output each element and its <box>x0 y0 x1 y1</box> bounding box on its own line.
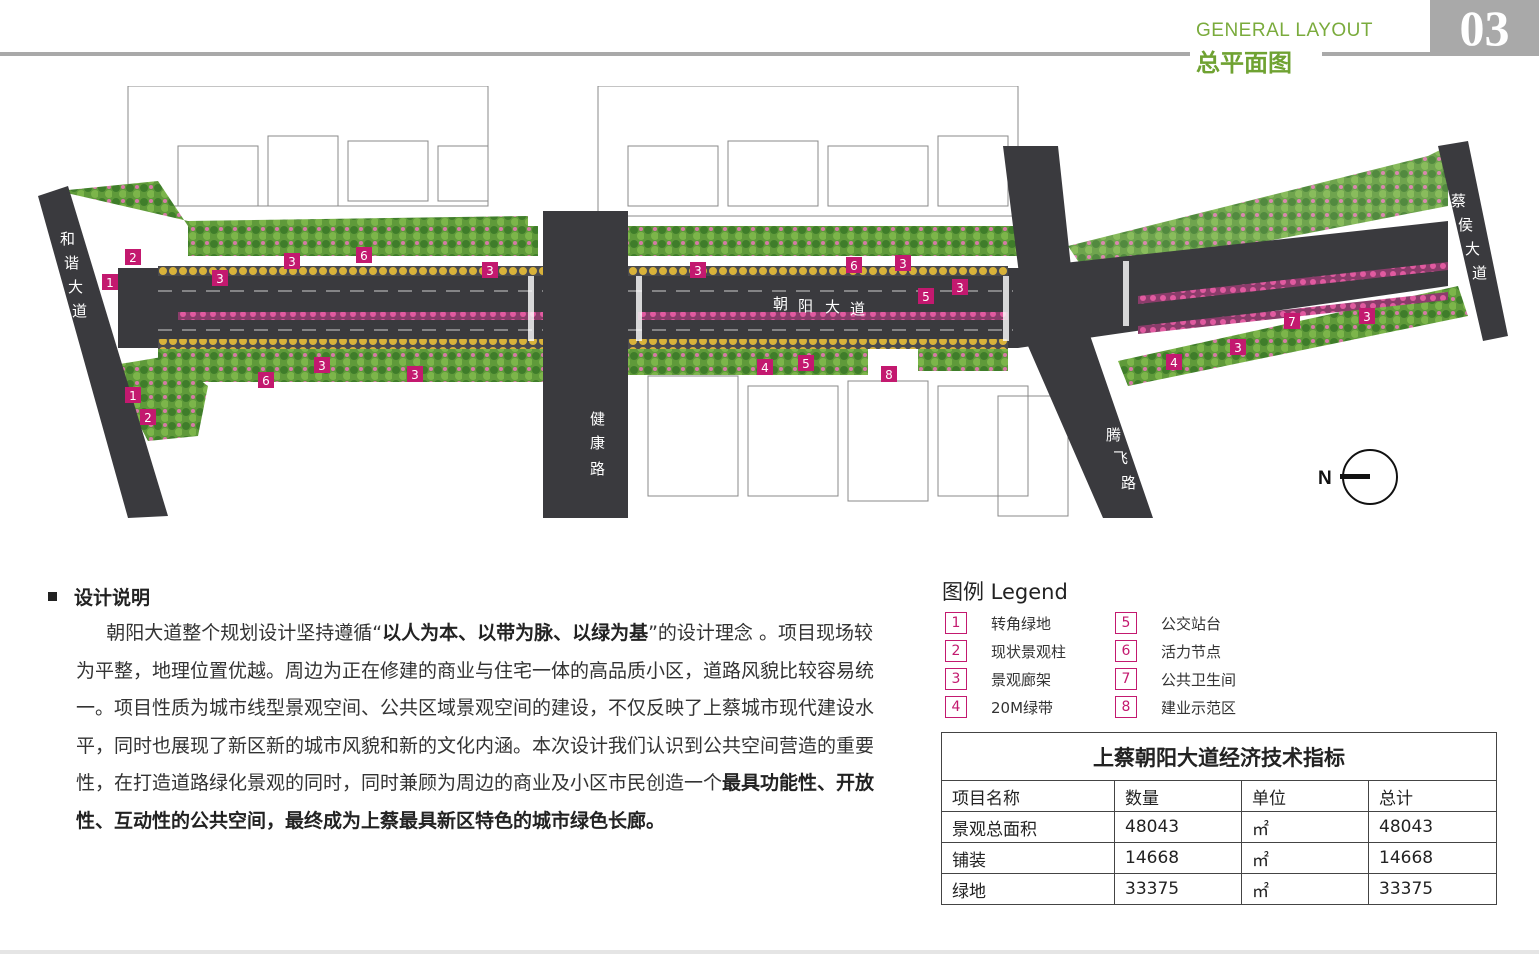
description-body: 朝阳大道整个规划设计坚持遵循“以人为本、以带为脉、以绿为基”的设计理念 。项目现… <box>76 622 875 832</box>
svg-text:4: 4 <box>1170 356 1178 370</box>
svg-text:6: 6 <box>850 259 858 273</box>
svg-text:8: 8 <box>885 368 893 382</box>
marker: 6 <box>846 257 862 273</box>
svg-text:道: 道 <box>1472 264 1487 282</box>
svg-text:7: 7 <box>1288 315 1296 329</box>
svg-text:道: 道 <box>72 302 87 320</box>
legend-title: 图例 Legend <box>942 580 1068 604</box>
svg-text:侯: 侯 <box>1458 216 1473 234</box>
marker: 3 <box>895 255 911 271</box>
marker: 3 <box>690 262 706 278</box>
svg-text:路: 路 <box>1121 474 1136 492</box>
marker: 3 <box>482 262 498 278</box>
south-buildings <box>647 375 1069 517</box>
road-label-hexie: 和 谐 大 道 <box>60 230 87 320</box>
road-label-jiankang: 健 康 路 <box>590 410 605 478</box>
svg-text:3: 3 <box>411 368 419 382</box>
marker: 5 <box>918 288 934 304</box>
marker: 8 <box>881 366 897 382</box>
marker: 1 <box>102 274 118 290</box>
marker: 2 <box>125 249 141 265</box>
road-label-chaoyang: 朝 阳 大 道 <box>773 295 865 318</box>
svg-text:3: 3 <box>1363 310 1371 324</box>
svg-text:3: 3 <box>486 264 494 278</box>
marker: 1 <box>125 387 141 403</box>
marker: 5 <box>798 355 814 371</box>
road-label-tengfei: 腾 飞 路 <box>1106 426 1136 492</box>
svg-text:2: 2 <box>129 251 137 265</box>
svg-text:6: 6 <box>360 249 368 263</box>
svg-text:谐: 谐 <box>64 254 79 272</box>
road-label-caihou: 蔡 侯 大 道 <box>1451 192 1487 282</box>
plan-markers: 1 2 3 3 6 3 3 6 3 5 3 1 2 6 3 3 4 5 8 4 … <box>102 247 1375 425</box>
header-rule-right <box>1322 52 1539 56</box>
svg-text:大: 大 <box>825 298 840 316</box>
svg-text:朝: 朝 <box>773 295 788 313</box>
svg-text:1: 1 <box>106 276 114 290</box>
marker: 3 <box>407 366 423 382</box>
svg-text:腾: 腾 <box>1106 426 1121 444</box>
svg-text:5: 5 <box>802 357 810 371</box>
description-title: 设计说明 <box>48 583 150 610</box>
svg-text:阳: 阳 <box>798 297 813 315</box>
marker: 3 <box>212 270 228 286</box>
svg-text:康: 康 <box>590 434 605 452</box>
north-buildings <box>127 86 1019 217</box>
svg-text:和: 和 <box>60 230 75 248</box>
table-caption: 上蔡朝阳大道经济技术指标 <box>941 732 1497 781</box>
svg-text:健: 健 <box>590 410 605 428</box>
marker: 4 <box>1166 354 1182 370</box>
svg-text:路: 路 <box>590 460 605 478</box>
header-rule-left <box>0 52 1190 56</box>
marker: 4 <box>757 359 773 375</box>
table-row: 景观总面积 48043 ㎡ 48043 <box>941 811 1497 843</box>
footer-rule <box>0 950 1539 954</box>
svg-text:1: 1 <box>129 389 137 403</box>
table-row: 铺装 14668 ㎡ 14668 <box>941 842 1497 874</box>
svg-text:大: 大 <box>1465 240 1480 258</box>
svg-text:3: 3 <box>216 272 224 286</box>
site-plan: 和 谐 大 道 朝 阳 大 道 健 康 路 腾 飞 路 蔡 侯 大 道 1 2 … <box>38 86 1508 518</box>
svg-text:3: 3 <box>1234 341 1242 355</box>
svg-text:3: 3 <box>899 257 907 271</box>
marker: 6 <box>356 247 372 263</box>
svg-text:2: 2 <box>144 411 152 425</box>
header-title-cn: 总平面图 <box>1196 49 1292 77</box>
svg-text:飞: 飞 <box>1113 449 1128 467</box>
svg-text:大: 大 <box>68 278 83 296</box>
table-header-row: 项目名称 数量 单位 总计 <box>941 780 1497 812</box>
marker: 3 <box>1359 308 1375 324</box>
marker: 3 <box>284 253 300 269</box>
marker: 2 <box>140 409 156 425</box>
table-row: 绿地 33375 ㎡ 33375 <box>941 873 1497 905</box>
svg-text:道: 道 <box>850 300 865 318</box>
marker: 7 <box>1284 313 1300 329</box>
svg-text:3: 3 <box>694 264 702 278</box>
svg-text:蔡: 蔡 <box>1451 192 1466 210</box>
marker: 6 <box>258 372 274 388</box>
bullet-square-icon <box>48 592 57 601</box>
svg-text:3: 3 <box>956 281 964 295</box>
page-number: 03 <box>1430 0 1539 56</box>
marker: 3 <box>1230 339 1246 355</box>
north-arrow-icon: N <box>1318 449 1398 505</box>
marker: 3 <box>952 279 968 295</box>
economic-indicators-table: 上蔡朝阳大道经济技术指标 项目名称 数量 单位 总计 景观总面积 48043 ㎡… <box>941 732 1497 905</box>
svg-text:5: 5 <box>922 290 930 304</box>
svg-text:6: 6 <box>262 374 270 388</box>
header-title-en: GENERAL LAYOUT <box>1196 20 1373 41</box>
svg-text:4: 4 <box>761 361 769 375</box>
svg-text:3: 3 <box>318 359 326 373</box>
marker: 3 <box>314 357 330 373</box>
svg-text:3: 3 <box>288 255 296 269</box>
svg-text:N: N <box>1318 468 1332 489</box>
